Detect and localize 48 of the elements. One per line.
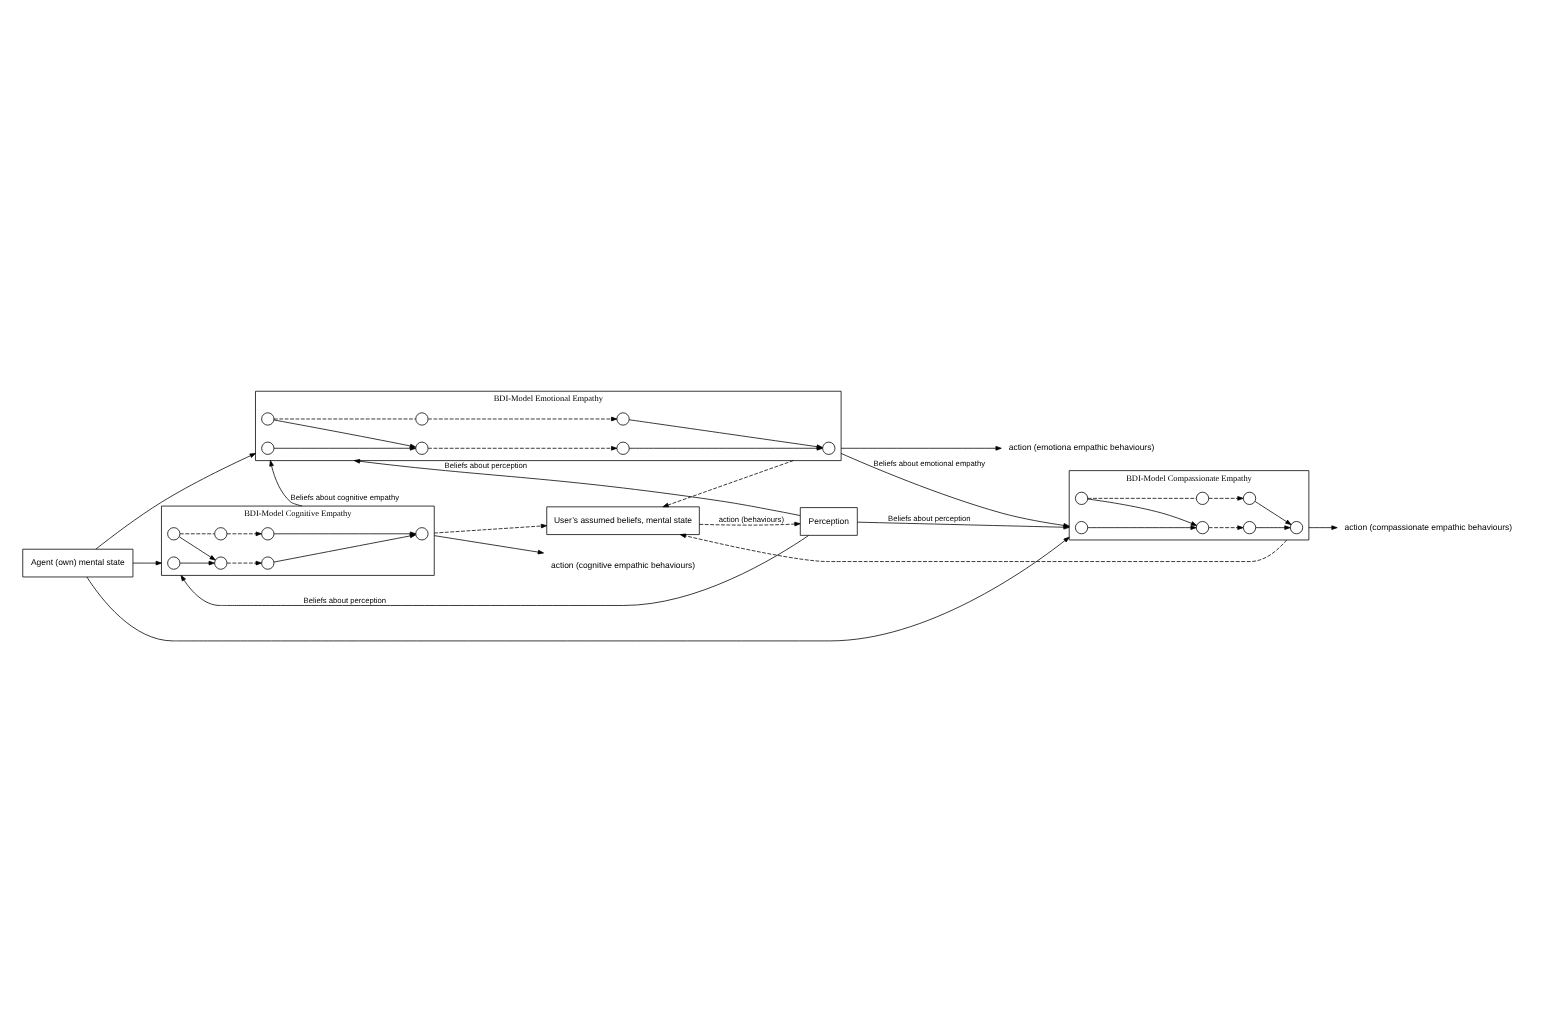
- arrow: [86, 536, 1070, 642]
- node-circle: [1243, 521, 1257, 535]
- arrow: [269, 460, 303, 507]
- arrow: [1255, 525, 1291, 530]
- arrow: [132, 560, 162, 566]
- node-circle: [1075, 521, 1089, 535]
- node-circle: [1195, 521, 1210, 535]
- node-circle: [1290, 521, 1304, 535]
- arrow: [1087, 525, 1197, 530]
- arrow: [840, 446, 1002, 451]
- connector: [179, 533, 215, 535]
- arrow: [699, 521, 801, 527]
- arrow: [679, 533, 1288, 562]
- arrow: [427, 416, 618, 422]
- arrow: [1087, 498, 1198, 526]
- node-circle: [261, 441, 275, 455]
- arrow: [1308, 525, 1338, 530]
- arrow: [1208, 525, 1244, 530]
- node-circle: [415, 412, 429, 426]
- arrow: [1208, 496, 1244, 501]
- arrow: [433, 535, 544, 555]
- node-circle: [261, 412, 275, 426]
- arrow: [226, 560, 262, 566]
- node-circle: [261, 556, 275, 570]
- node-circle: [167, 556, 181, 570]
- node-circle: [1243, 491, 1257, 505]
- connector: [1087, 497, 1197, 499]
- node-circle: [261, 527, 275, 541]
- node-circle: [415, 527, 429, 541]
- arrow: [353, 459, 801, 516]
- arrow: [427, 446, 618, 451]
- node-circle: [616, 441, 630, 455]
- connector: [273, 418, 416, 420]
- arrow: [1254, 501, 1292, 525]
- arrow: [433, 523, 548, 534]
- node-circle: [214, 527, 228, 541]
- node-circle: [167, 527, 181, 541]
- node-circle: [616, 412, 630, 426]
- node-circle: [1195, 491, 1210, 505]
- arrow: [179, 560, 215, 566]
- arrow: [662, 460, 794, 508]
- arrow: [95, 453, 256, 550]
- node-circle: [822, 441, 836, 455]
- node-circle: [214, 556, 228, 570]
- node-circle: [1075, 491, 1089, 505]
- arrow: [179, 536, 216, 561]
- arrow: [226, 531, 262, 537]
- node-circle: [415, 441, 429, 455]
